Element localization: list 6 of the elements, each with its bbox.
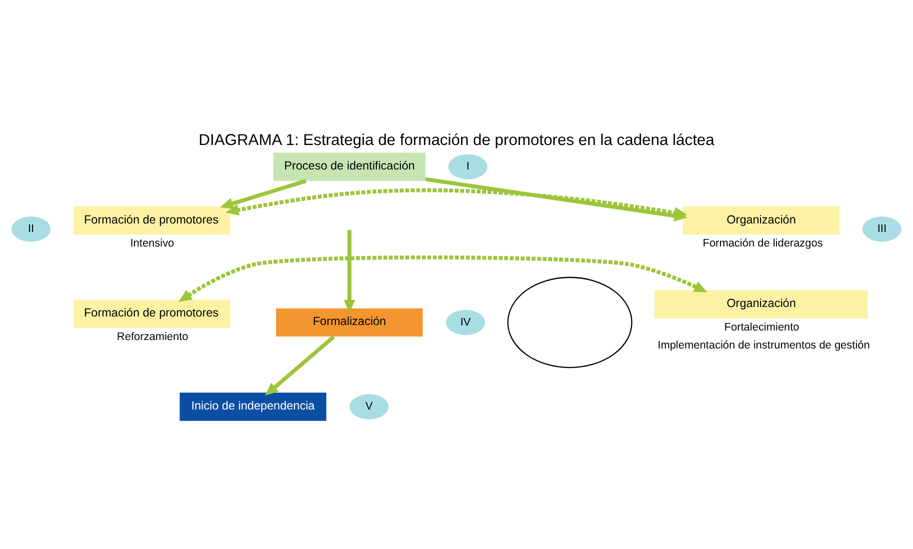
node-label: Reforzamiento <box>116 330 188 342</box>
diagram-title: DIAGRAMA 1: Estrategia de formación de promotores en la cadena láctea <box>198 131 714 148</box>
node-label: Implementación de instrumentos de gestión <box>658 338 870 351</box>
node-label: Intensivo <box>130 237 174 250</box>
node-label: Fortalecimiento <box>724 320 800 333</box>
node-label: Formación de liderazgos <box>702 237 823 250</box>
